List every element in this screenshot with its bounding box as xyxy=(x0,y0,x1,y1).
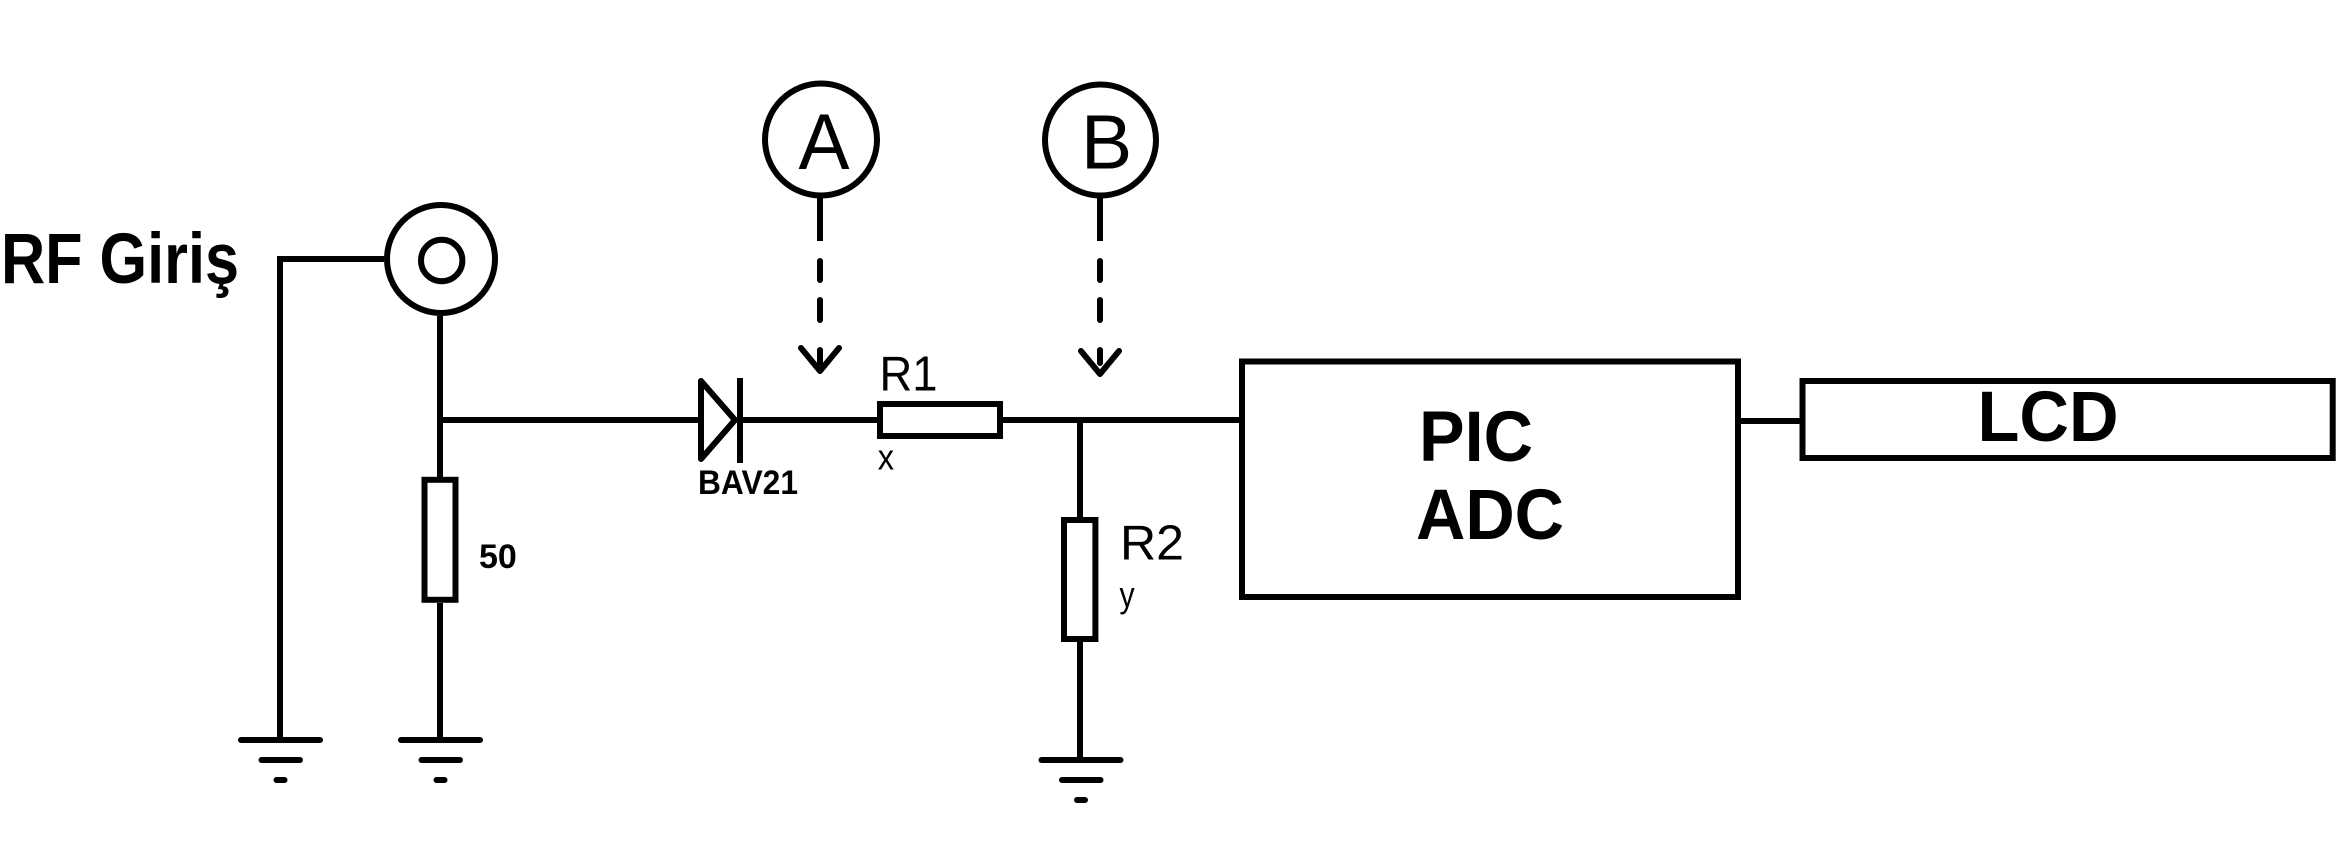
svg-text:R2: R2 xyxy=(1120,517,1184,571)
svg-text:RF Giriş: RF Giriş xyxy=(1,220,239,299)
svg-text:A: A xyxy=(799,97,850,186)
svg-text:PIC: PIC xyxy=(1419,398,1533,477)
svg-text:BAV21: BAV21 xyxy=(698,464,798,502)
svg-text:ADC: ADC xyxy=(1416,476,1564,555)
svg-text:R1: R1 xyxy=(880,348,938,402)
svg-text:x: x xyxy=(878,436,894,477)
svg-text:B: B xyxy=(1081,100,1132,186)
svg-text:y: y xyxy=(1120,574,1135,615)
svg-text:50: 50 xyxy=(479,538,517,576)
svg-text:LCD: LCD xyxy=(1978,378,2119,457)
